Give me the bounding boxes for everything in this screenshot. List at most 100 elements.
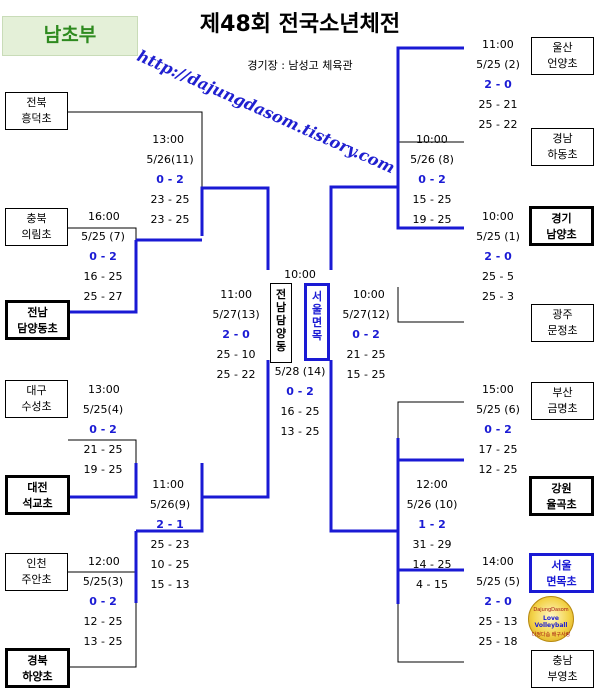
match-result: 0 - 2 (286, 385, 314, 398)
team-left-4: 대구 수성초 (5, 380, 68, 418)
team-school: 금명초 (547, 402, 578, 415)
team-region: 전남 (27, 306, 48, 319)
match-result: 2 - 1 (156, 518, 184, 531)
match-set: 25 - 18 (478, 635, 518, 648)
match-set: 16 - 25 (280, 405, 320, 418)
volleyball-logo-icon: DajungDasom Love Volleyball 다정다솜 배구사랑 (528, 596, 574, 642)
venue-label: 경기장 : 남성고 체육관 (247, 59, 353, 72)
match-date: 5/25(4) (82, 403, 124, 416)
match-result: 2 - 0 (222, 328, 250, 341)
match-time: 11:00 (152, 478, 184, 491)
match-set: 13 - 25 (83, 635, 123, 648)
match-set: 15 - 25 (346, 368, 386, 381)
match-r2: 10:00 5/25 (1) 2 - 0 25 - 5 25 - 3 (466, 210, 530, 303)
team-right-5: 부산 금명초 (531, 382, 594, 420)
team-right-1: 울산 언양초 (531, 37, 594, 75)
match-set: 4 - 15 (416, 578, 448, 591)
team-school: 문정초 (547, 324, 578, 337)
match-result: 2 - 0 (484, 595, 512, 608)
team-school: 수성초 (21, 400, 52, 413)
match-result: 2 - 0 (484, 250, 512, 263)
match-set: 25 - 5 (482, 270, 514, 283)
match-time: 14:00 (482, 555, 514, 568)
match-time: 10:00 (353, 288, 385, 301)
match-set: 25 - 21 (478, 98, 518, 111)
match-l2: 13:00 5/25(4) 0 - 2 21 - 25 19 - 25 (70, 383, 136, 476)
team-region: 광주 (552, 308, 573, 321)
final-right-char: 서 (311, 290, 323, 303)
match-set: 23 - 25 (150, 213, 190, 226)
team-school: 주안초 (21, 573, 52, 586)
match-set: 10 - 25 (150, 558, 190, 571)
match-r5: 12:00 5/26 (10) 1 - 2 31 - 29 14 - 25 4 … (400, 478, 464, 591)
match-set: 23 - 25 (150, 193, 190, 206)
team-left-2: 충북 의림초 (5, 208, 68, 246)
match-set: 25 - 3 (482, 290, 514, 303)
team-left-5: 대전 석교초 (5, 475, 70, 515)
page-title: 제48회 전국소년체전 (199, 12, 401, 37)
final-time: 10:00 (284, 268, 316, 281)
team-region: 부산 (552, 386, 573, 399)
team-right-7: 서울 면목초 (529, 553, 594, 593)
match-date: 5/27(12) (342, 308, 390, 321)
match-date: 5/25 (6) (476, 403, 520, 416)
final-left-char: 담 (275, 314, 287, 327)
match-set: 25 - 22 (216, 368, 256, 381)
team-region: 경북 (27, 654, 48, 667)
match-time: 10:00 (482, 210, 514, 223)
match-date: 5/26(11) (146, 153, 194, 166)
match-date: 5/26 (10) (406, 498, 458, 511)
team-left-1: 전북 흥덕초 (5, 92, 68, 130)
match-l6: 11:00 5/27(13) 2 - 0 25 - 10 25 - 22 (204, 288, 268, 381)
final-right-char: 목 (311, 329, 323, 342)
team-region: 충남 (552, 654, 573, 667)
team-left-3: 전남 담양동초 (5, 300, 70, 340)
match-result: 1 - 2 (418, 518, 446, 531)
match-date: 5/25 (7) (81, 230, 125, 243)
team-region: 강원 (551, 482, 572, 495)
match-date: 5/26(9) (149, 498, 191, 511)
team-left-7: 경북 하양초 (5, 648, 70, 688)
final-team-right: 서 울 면 목 (304, 283, 330, 361)
match-l4: 13:00 5/26(11) 0 - 2 23 - 25 23 - 25 (138, 133, 202, 226)
team-left-6: 인천 주안초 (5, 553, 68, 591)
team-region: 대구 (26, 384, 47, 397)
match-set: 19 - 25 (83, 463, 123, 476)
team-school: 남양초 (546, 228, 577, 241)
match-set: 31 - 29 (412, 538, 452, 551)
match-time: 16:00 (88, 210, 120, 223)
match-date: 5/26 (8) (410, 153, 454, 166)
match-time: 13:00 (88, 383, 120, 396)
match-time: 15:00 (482, 383, 514, 396)
match-time: 10:00 (416, 133, 448, 146)
match-time: 11:00 (482, 38, 514, 51)
match-date: 5/25(3) (82, 575, 124, 588)
match-time: 12:00 (88, 555, 120, 568)
match-r3: 15:00 5/25 (6) 0 - 2 17 - 25 12 - 25 (466, 383, 530, 476)
final-right-char: 면 (311, 316, 323, 329)
match-set: 16 - 25 (83, 270, 123, 283)
match-set: 19 - 25 (412, 213, 452, 226)
team-right-4: 광주 문정초 (531, 304, 594, 342)
match-time: 13:00 (152, 133, 184, 146)
match-result: 0 - 2 (156, 173, 184, 186)
match-date: 5/25 (2) (476, 58, 520, 71)
match-set: 25 - 22 (478, 118, 518, 131)
team-right-2: 경남 하동초 (531, 128, 594, 166)
match-set: 14 - 25 (412, 558, 452, 571)
match-set: 21 - 25 (83, 443, 123, 456)
team-school: 언양초 (547, 57, 578, 70)
final-left-char: 양 (275, 327, 287, 340)
final-left-char: 남 (275, 301, 287, 314)
team-school: 흥덕초 (21, 112, 52, 125)
match-r6: 10:00 5/27(12) 0 - 2 21 - 25 15 - 25 (333, 288, 399, 381)
team-school: 면목초 (546, 575, 577, 588)
match-date: 5/28 (14) (274, 365, 326, 378)
logo-bottom: 다정다솜 배구사랑 (531, 632, 571, 638)
match-result: 0 - 2 (352, 328, 380, 341)
match-date: 5/25 (5) (476, 575, 520, 588)
match-l1: 16:00 5/25 (7) 0 - 2 16 - 25 25 - 27 (70, 210, 136, 303)
match-set: 25 - 23 (150, 538, 190, 551)
match-r1: 11:00 5/25 (2) 2 - 0 25 - 21 25 - 22 (466, 38, 530, 131)
